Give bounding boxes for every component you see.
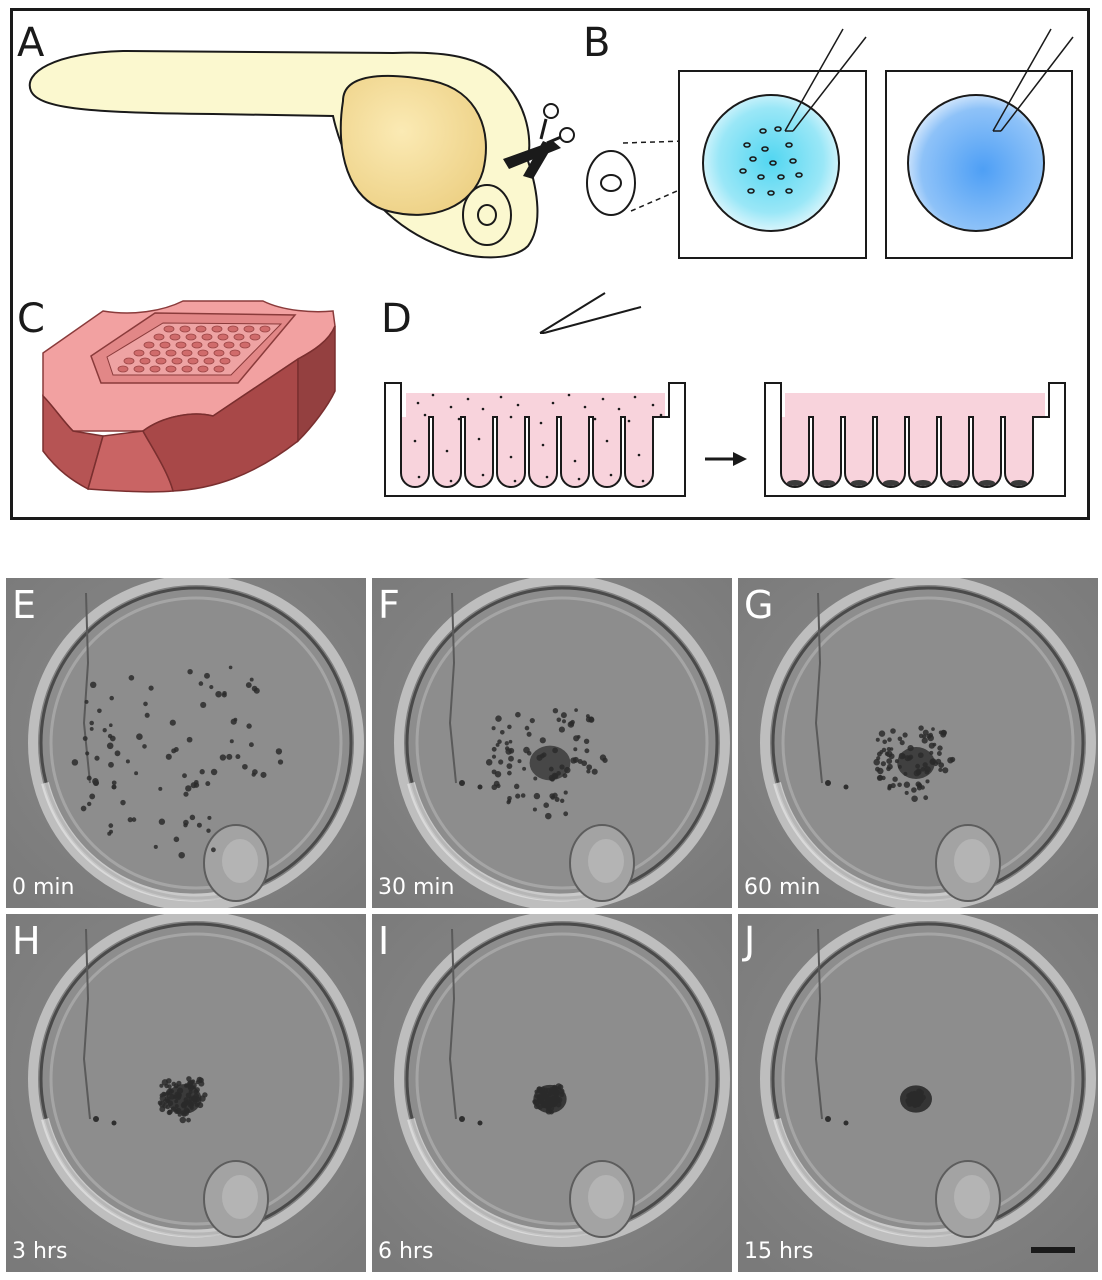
micrograph-letter: G (744, 583, 774, 627)
collection-dish (885, 28, 1074, 259)
micrograph-time: 3 hrs (12, 1239, 68, 1264)
micrograph-image (738, 578, 1098, 908)
micrograph-time: 6 hrs (378, 1239, 434, 1264)
scissors-icon (503, 103, 575, 179)
microwell-seeding-after (764, 382, 1066, 497)
microwell-mold (42, 300, 336, 493)
schematic-panel: A B C D (10, 8, 1090, 520)
micrograph-time: 30 min (378, 875, 455, 900)
scale-bar (1031, 1247, 1075, 1253)
micrograph-image (6, 578, 366, 908)
micrograph-letter: I (378, 919, 390, 963)
micrograph-f: F 30 min (372, 578, 732, 908)
microwell-grid (117, 325, 271, 373)
schematic-drawing (28, 28, 1074, 497)
micrograph-h: H 3 hrs (6, 914, 366, 1272)
micrograph-letter: H (12, 919, 41, 963)
micrograph-i: I 6 hrs (372, 914, 732, 1272)
dissociation-dish (678, 28, 867, 259)
micrograph-letter: E (12, 583, 37, 627)
embryo-drawing (28, 49, 539, 259)
micrograph-time: 60 min (744, 875, 821, 900)
micrograph-time: 15 hrs (744, 1239, 814, 1264)
micrograph-image (372, 914, 732, 1272)
panel-label-a: A (17, 20, 45, 66)
microwell-seeding-before (384, 292, 686, 497)
panel-label-d: D (381, 296, 412, 342)
micrograph-letter: F (378, 583, 400, 627)
micrograph-g: G 60 min (738, 578, 1098, 908)
micrograph-time: 0 min (12, 875, 75, 900)
panel-label-b: B (583, 20, 611, 66)
arrow-right-icon (705, 452, 747, 466)
micrograph-image (6, 914, 366, 1272)
micrograph-j: J 15 hrs (738, 914, 1098, 1272)
panel-label-c: C (17, 296, 45, 342)
micrograph-image (738, 914, 1098, 1272)
micrograph-image (372, 578, 732, 908)
micrograph-e: E 0 min (6, 578, 366, 908)
micrograph-letter: J (744, 919, 756, 963)
